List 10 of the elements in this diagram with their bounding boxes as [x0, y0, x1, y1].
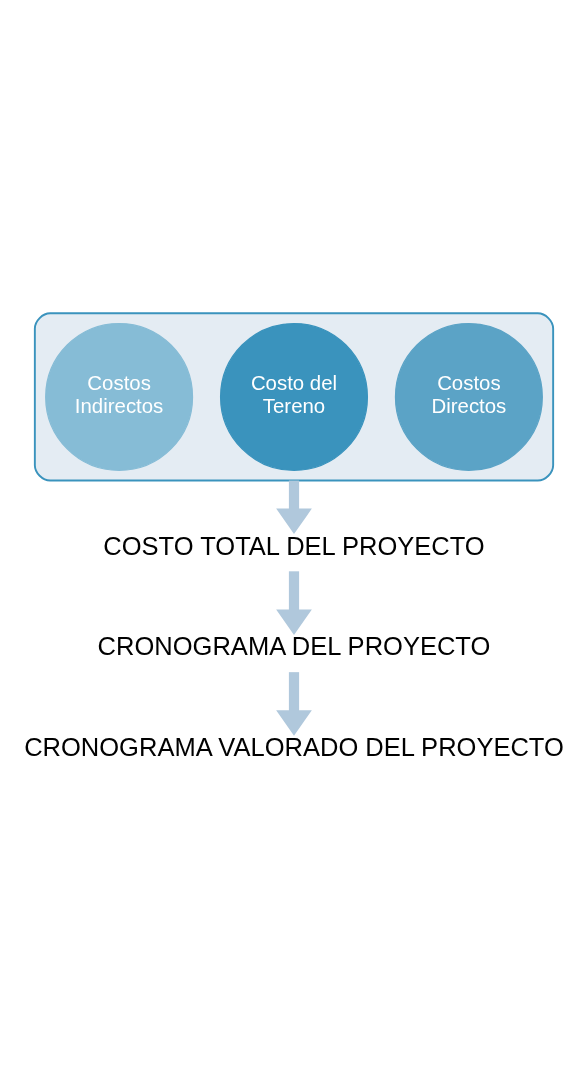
cluster — [33, 311, 555, 481]
node-text: CRONOGRAMA VALORADO DEL PROYECTO — [24, 732, 564, 761]
arrow — [276, 570, 312, 635]
arrow — [276, 671, 312, 736]
arrow — [276, 480, 312, 534]
node-text: CRONOGRAMA DEL PROYECTO — [97, 631, 491, 660]
node-circle: Costos Directos — [394, 322, 543, 471]
node-circle: Costos Indirectos — [45, 322, 194, 471]
node-text: COSTO TOTAL DEL PROYECTO — [103, 531, 485, 560]
node-circle: Costo del Tereno — [219, 322, 369, 471]
